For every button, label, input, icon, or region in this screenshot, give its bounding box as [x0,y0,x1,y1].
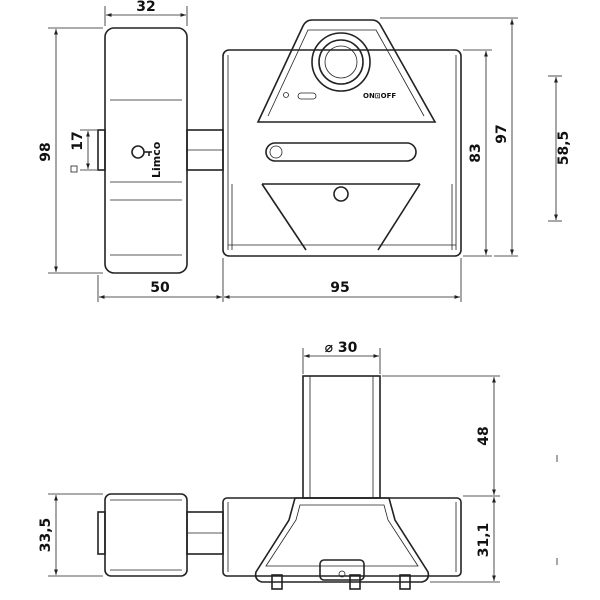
cylinder [302,375,381,499]
screw-hole [333,186,349,202]
dim-left-height: 98 [38,142,54,161]
dim-far-height: 58,5 [556,131,572,166]
cylinder-housing [256,19,437,123]
housing-bottom [254,497,430,583]
dim-right-width: 95 [330,280,349,296]
dim-left-width: 50 [150,280,170,296]
front-view: Limco ON⊡OFF 32 98 1 [38,0,572,302]
lock-body-left-bottom [104,493,188,577]
receiver-body [222,49,462,257]
screw-left [271,574,283,590]
switch-label: ON⊡OFF [363,92,396,100]
dim-base-height: 31,1 [476,523,492,558]
receiver-base [222,497,462,577]
switch [297,92,317,100]
square-marker [70,165,78,173]
dim-outer-height: 97 [494,124,510,143]
bolt-end [97,129,106,171]
screw-right [399,574,411,590]
dim-small-height: 17 [70,131,86,150]
dim-inner-height: 83 [468,143,484,162]
bottom-view: ⌀ 30 48 31,1 33,5 [38,340,558,590]
screw-mid [349,574,361,590]
dim-cylinder-length: 48 [476,426,492,445]
brand-label: Limco [150,141,163,178]
dim-diameter: ⌀ 30 [325,340,358,356]
slot [265,142,417,162]
lower-frame [261,183,421,251]
lock-body-left [104,27,188,274]
key-icon [131,145,152,159]
cylinder-inner [318,39,364,85]
bolt-end-bottom [97,511,106,555]
cylinder-face [319,559,365,581]
dim-side-height: 33,5 [38,518,54,553]
cylinder-outer [311,32,371,92]
dim-top-width: 32 [136,0,155,15]
